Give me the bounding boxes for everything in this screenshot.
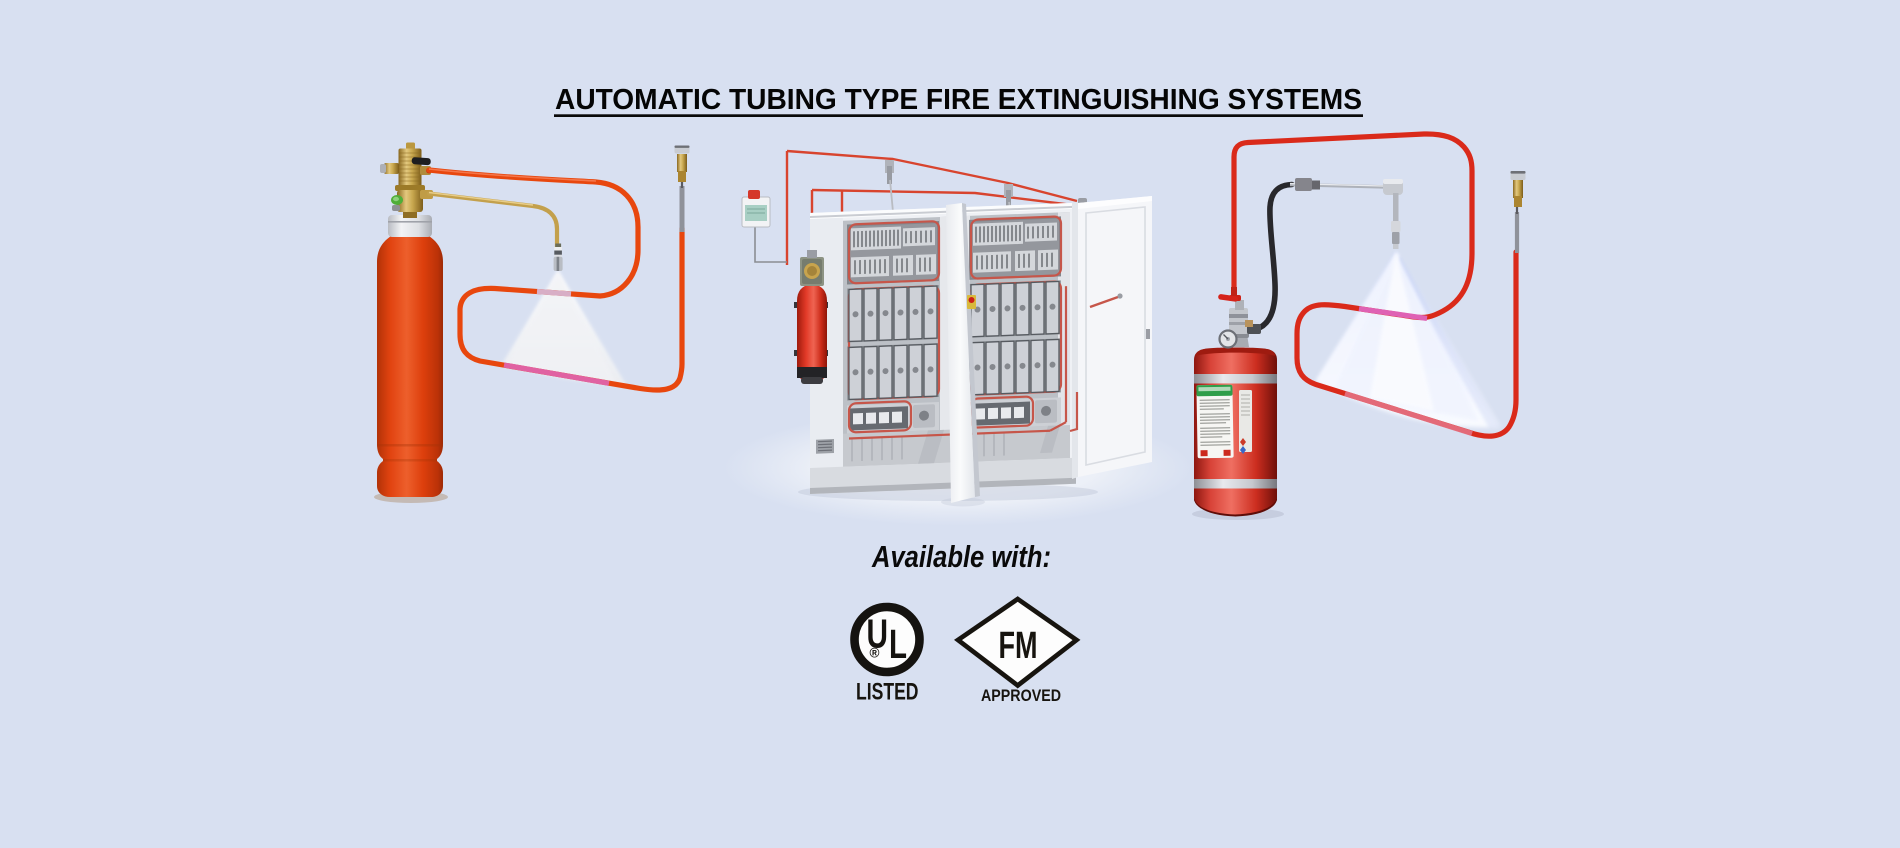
svg-text:FM: FM [999, 625, 1038, 667]
svg-text:L: L [889, 621, 907, 667]
svg-text:AUTOMATIC TUBING TYPE FIRE EXT: AUTOMATIC TUBING TYPE FIRE EXTINGUISHING… [555, 84, 1362, 116]
svg-text:APPROVED: APPROVED [981, 686, 1061, 705]
svg-text:LISTED: LISTED [856, 679, 919, 706]
svg-text:U: U [867, 610, 889, 656]
svg-text:®: ® [870, 646, 880, 661]
svg-text:Available with:: Available with: [871, 539, 1051, 574]
